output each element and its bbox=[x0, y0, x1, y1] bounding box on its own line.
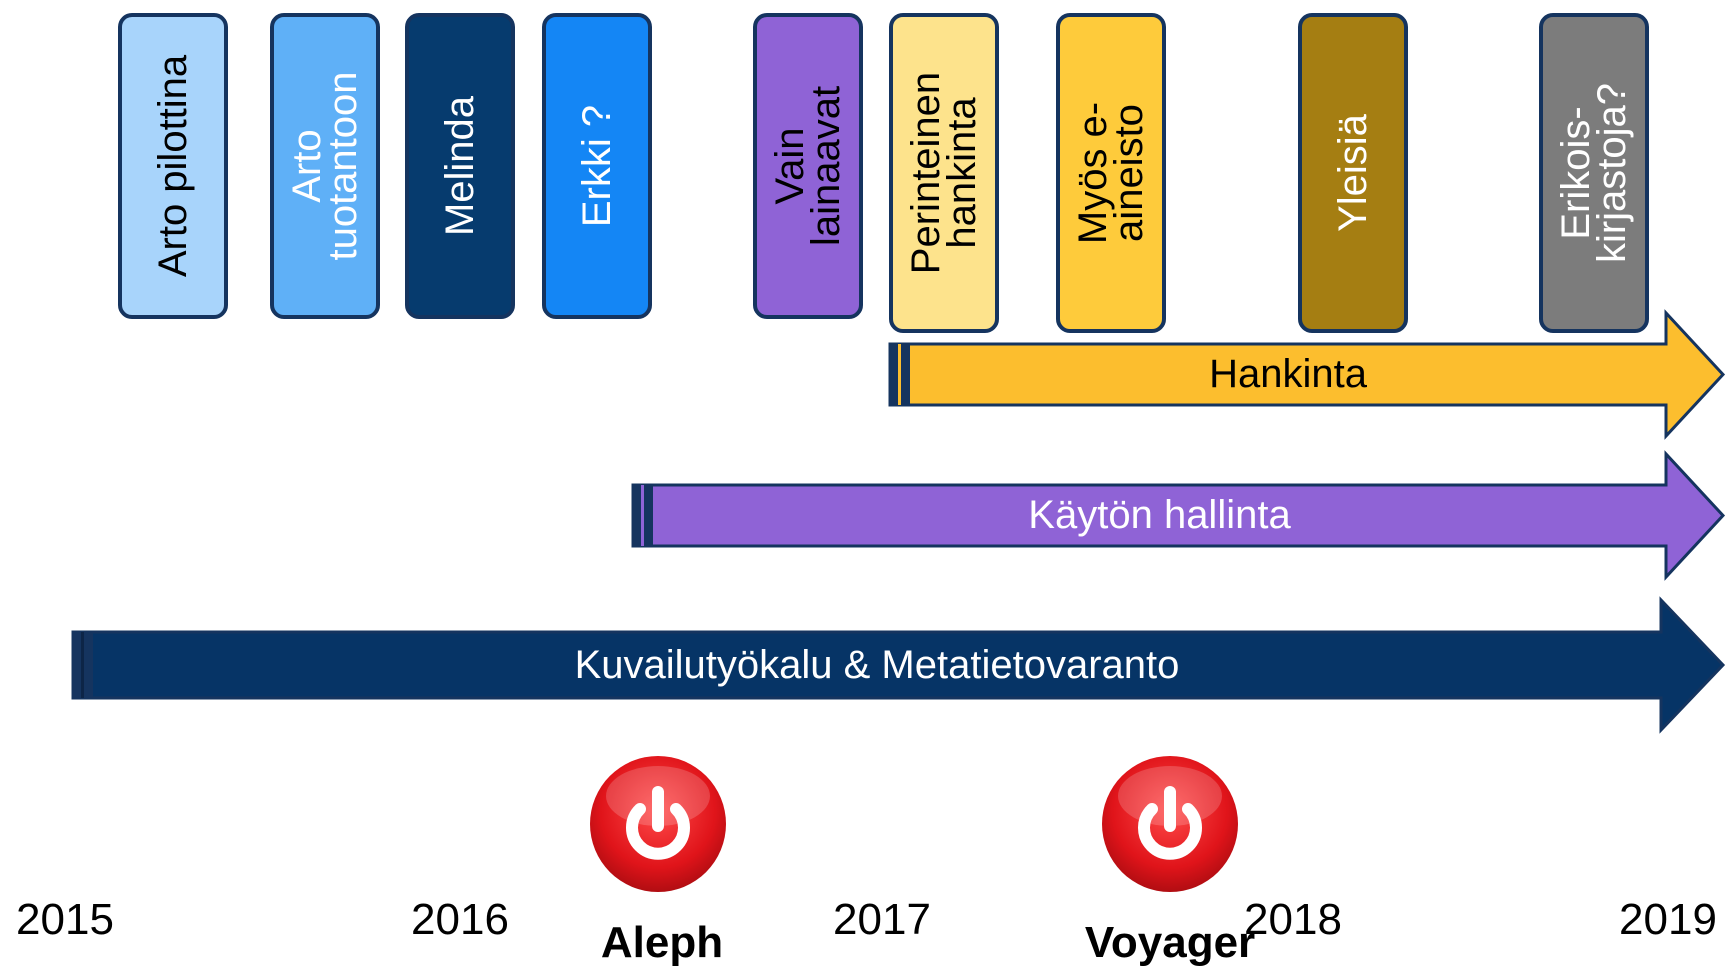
card-label: Vain lainaavat bbox=[768, 85, 848, 247]
card-label: Arto pilottina bbox=[151, 54, 195, 278]
card-arto-pilottina: Arto pilottina bbox=[118, 13, 228, 319]
card-label: Yleisiä bbox=[1331, 114, 1375, 232]
band-label: Hankinta bbox=[1209, 352, 1367, 396]
card-label: Erkki ? bbox=[575, 104, 619, 228]
card-vain-lainaavat: Vain lainaavat bbox=[753, 13, 863, 319]
card-yleisia: Yleisiä bbox=[1298, 13, 1408, 333]
year-2019: 2019 bbox=[1619, 895, 1717, 944]
power-icon bbox=[1100, 754, 1240, 894]
card-label: Perinteinen hankinta bbox=[904, 71, 984, 275]
power-icon bbox=[588, 754, 728, 894]
year-2018: 2018 bbox=[1244, 895, 1342, 944]
card-myos-e-aineisto: Myös e- aineisto bbox=[1056, 13, 1166, 333]
card-erkki: Erkki ? bbox=[542, 13, 652, 319]
card-erikoiskirjastoja: Erikois- kirjastoja? bbox=[1539, 13, 1649, 333]
card-perinteinen-hankinta: Perinteinen hankinta bbox=[889, 13, 999, 333]
card-arto-tuotantoon: Arto tuotantoon bbox=[270, 13, 380, 319]
band-label: Kuvailutyökalu & Metatietovaranto bbox=[574, 642, 1180, 687]
card-label: Erikois- kirjastoja? bbox=[1554, 82, 1634, 264]
system-voyager: Voyager bbox=[1084, 918, 1256, 967]
arrow-icon bbox=[888, 309, 1725, 440]
band-kuvailutyokalu: Kuvailutyökalu & Metatietovaranto bbox=[71, 596, 1725, 734]
card-label: Myös e- aineisto bbox=[1071, 101, 1151, 245]
year-2016: 2016 bbox=[411, 895, 509, 944]
band-kayton-hallinta: Käytön hallinta bbox=[631, 450, 1725, 581]
system-aleph: Aleph bbox=[600, 918, 724, 967]
band-hankinta: Hankinta bbox=[888, 309, 1725, 440]
band-label: Käytön hallinta bbox=[1028, 493, 1291, 537]
arrow-icon bbox=[631, 450, 1725, 581]
arrow-icon bbox=[71, 596, 1725, 734]
year-2017: 2017 bbox=[833, 895, 931, 944]
card-melinda: Melinda bbox=[405, 13, 515, 319]
card-label: Melinda bbox=[438, 95, 482, 237]
card-label: Arto tuotantoon bbox=[285, 71, 365, 261]
year-2015: 2015 bbox=[16, 895, 114, 944]
